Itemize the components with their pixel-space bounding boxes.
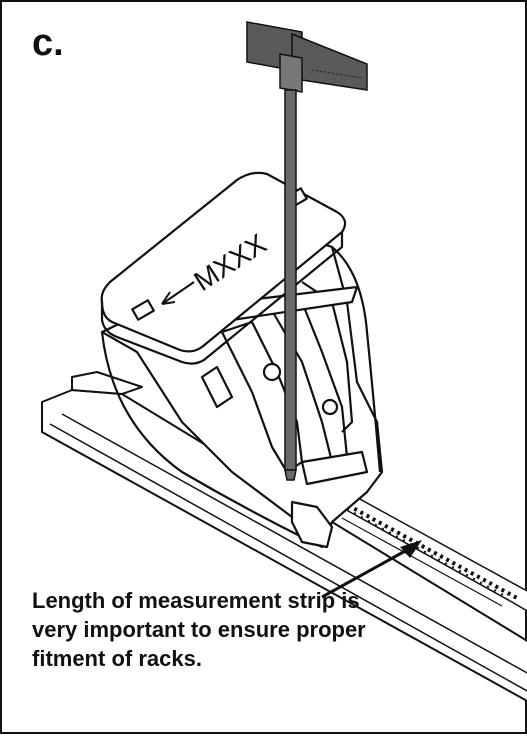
caption-text: Length of measurement strip is very impo…: [32, 588, 366, 671]
callout-arrow-icon: [321, 540, 422, 599]
measurement-t-tool: [246, 21, 368, 481]
mount-top-pad: MXXX: [100, 171, 347, 365]
panel-letter: c.: [32, 22, 64, 64]
roof-rail: [41, 371, 527, 703]
arrow-left-icon: [161, 281, 195, 305]
